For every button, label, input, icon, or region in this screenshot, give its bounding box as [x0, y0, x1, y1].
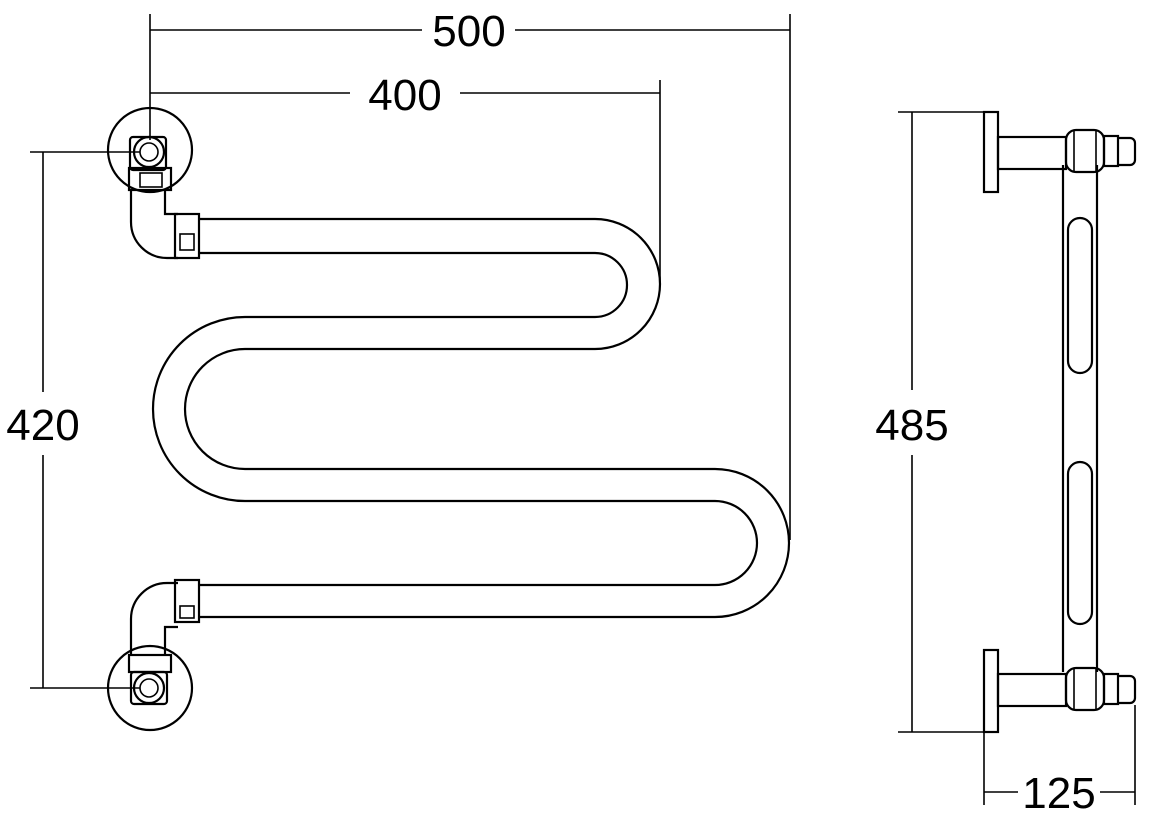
side-view: 485 125 — [875, 110, 1137, 818]
dim-485-label: 485 — [875, 401, 948, 450]
dim-400-label: 400 — [368, 71, 441, 120]
serpentine-pipe — [151, 217, 791, 619]
side-bottom-nut — [1064, 666, 1106, 712]
side-bottom-flange — [982, 648, 1000, 734]
side-top-bracket — [982, 110, 1137, 194]
side-pipe-upper-slot — [1066, 216, 1094, 375]
pipe-outer-edge — [183, 217, 791, 619]
dim-420-label: 420 — [6, 401, 79, 450]
dim-500-label: 500 — [432, 7, 505, 56]
top-nut — [127, 166, 173, 192]
dim-125: 125 — [983, 705, 1136, 818]
front-view: 500 400 420 — [6, 7, 791, 732]
side-top-flange — [982, 110, 1000, 194]
bottom-elbow — [129, 578, 201, 655]
top-pipe-coupling — [173, 212, 201, 260]
side-pipe-lower-slot — [1066, 460, 1094, 626]
dim-485: 485 — [875, 111, 984, 733]
top-elbow — [129, 190, 201, 260]
side-top-nut — [1064, 128, 1106, 174]
dim-420: 420 — [6, 151, 140, 689]
dim-125-label: 125 — [1022, 769, 1095, 818]
dim-500: 500 — [149, 7, 791, 540]
bottom-nut — [127, 653, 173, 674]
dim-400: 400 — [150, 71, 661, 284]
side-bottom-bracket — [982, 648, 1137, 734]
pipe-inner-edge — [151, 251, 759, 587]
bottom-pipe-coupling — [173, 578, 201, 624]
side-vertical-bar — [1061, 165, 1099, 672]
